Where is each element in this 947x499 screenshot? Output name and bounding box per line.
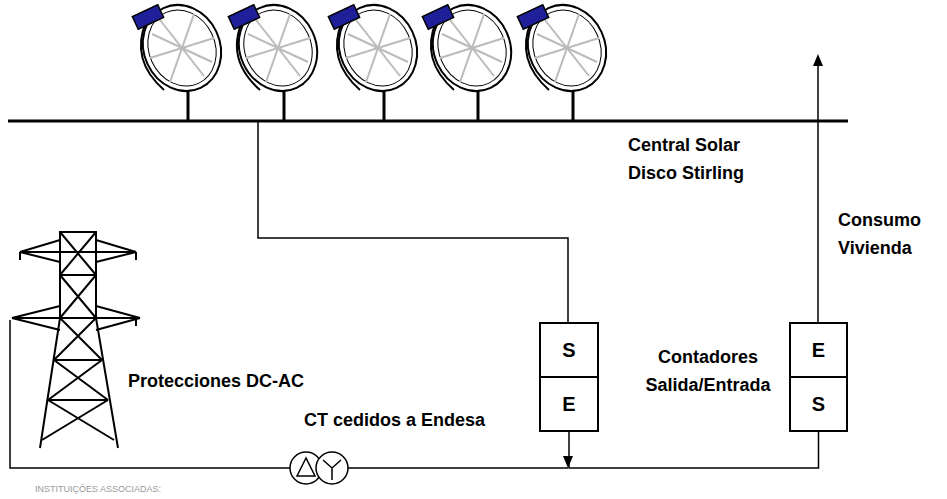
stirling-dish <box>129 0 235 121</box>
bus-line <box>8 120 848 123</box>
transformer-symbol <box>290 452 348 484</box>
stirling-dish <box>225 0 331 121</box>
stirling-dish <box>325 0 431 121</box>
arrow-head <box>813 54 823 66</box>
meter-box: ES <box>789 322 848 432</box>
stirling-dish <box>419 0 525 121</box>
watermark-text: INSTITUIÇÕES ASSOCIADAS: <box>35 484 161 495</box>
pylon-symbol <box>12 232 140 448</box>
consumption-wire <box>817 62 819 322</box>
meter-direction: S <box>541 324 597 376</box>
annotation-label: Contadores Salida/Entrada <box>633 343 783 399</box>
grid-wire <box>10 320 568 468</box>
meter-direction: E <box>541 376 597 430</box>
stirling-dish <box>514 0 620 121</box>
annotation-label: Protecciones DC-AC <box>128 367 304 395</box>
feeder-wire <box>258 121 568 322</box>
meter-direction: E <box>791 324 846 376</box>
meter-wire <box>569 432 819 468</box>
meter-direction: S <box>791 376 846 430</box>
arrow-head <box>563 456 573 468</box>
annotation-label: Consumo Vivienda <box>838 206 943 262</box>
annotation-label: Central Solar Disco Stirling <box>628 131 768 187</box>
meter-box: SE <box>539 322 599 432</box>
annotation-label: CT cedidos a Endesa <box>304 406 485 434</box>
